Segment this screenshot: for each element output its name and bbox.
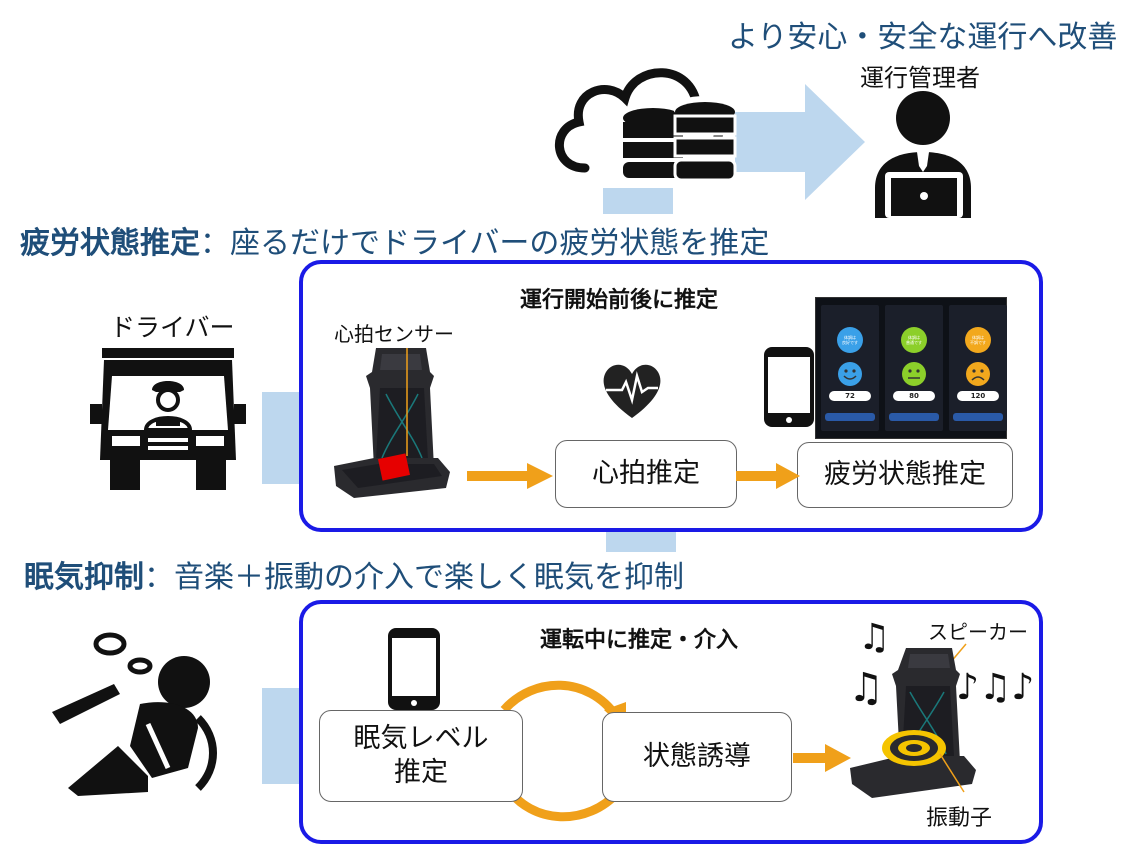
drowsiness-heading-bold: 眠気抑制 [24,560,144,595]
mood-face-icon [901,361,927,387]
connector-bar-fatigue-left [262,392,306,484]
heart-pulse-icon [603,364,661,418]
app-screen-button [953,413,1003,421]
vibrator-label: 振動子 [926,806,993,831]
drowsiness-step1-line1: 眠気レベル [353,723,489,755]
app-screen-2: 体調は 普通です 80 [885,305,943,431]
drowsiness-step1-line2: 推定 [394,757,448,788]
seat-sensor-icon [334,348,450,498]
app-screen-heart-rate: 120 [957,391,999,401]
app-screen-heart-rate: 72 [829,391,871,401]
app-screen-bubble: 体調は 不調です [965,327,991,353]
music-notes-icon-3: ♪♫♪ [956,667,1035,708]
app-screen-button [889,413,939,421]
connector-bar-drowsy-left [262,688,306,784]
driver-label: ドライバー [110,313,235,342]
fatigue-heading-rest: ：座るだけでドライバーの疲労状態を推定 [200,226,770,261]
drowsiness-heading: 眠気抑制：音楽＋振動の介入で楽しく眠気を抑制 [24,552,684,596]
fatigue-heading-bold: 疲労状態推定 [20,226,200,261]
manager-label: 運行管理者 [860,64,980,92]
truck-icon [90,348,246,490]
drowsiness-panel-title: 運転中に推定・介入 [540,628,739,653]
app-screen-heart-rate: 80 [893,391,935,401]
app-screen-1: 体調は 良好です 72 [821,305,879,431]
mood-face-icon [965,361,991,387]
orange-arrow-1 [467,463,553,489]
cloud-database-icon [554,68,737,182]
app-screen-bubble: 体調は 普通です [901,327,927,353]
big-right-arrow [735,84,865,200]
smartphone-icon [764,347,814,427]
heart-sensor-label: 心拍センサー [334,322,454,346]
state-guidance-box: 状態誘導 [602,712,792,802]
app-screens-content: 体調は 良好です 72 体調は 普通です 80 体調は 不調です 120 [815,297,1007,437]
fatigue-panel-title: 運行開始前後に推定 [520,288,719,313]
drowsiness-heading-rest: ：音楽＋振動の介入で楽しく眠気を抑制 [144,560,684,595]
app-screen-3: 体調は 不調です 120 [949,305,1007,431]
orange-arrow-3 [793,744,851,772]
improvement-text: より安心・安全な運行へ改善 [728,20,1118,55]
orange-arrow-2 [736,463,800,489]
mood-face-icon [837,361,863,387]
fatigue-heading: 疲労状態推定：座るだけでドライバーの疲労状態を推定 [20,218,769,262]
speaker-label: スピーカー [928,620,1028,644]
drowsiness-level-estimation-box: 眠気レベル 推定 [319,710,523,802]
smartphone-icon-2 [388,628,440,710]
sleepy-driver-icon [52,632,217,796]
app-screen-button [825,413,875,421]
app-screen-bubble: 体調は 良好です [837,327,863,353]
connector-bar-top [603,188,673,214]
connector-bar-fatigue-bottom [606,528,676,552]
seat-vibrator-icon [850,643,976,798]
music-note-icon-2: ♫ [848,665,884,711]
heart-rate-estimation-box: 心拍推定 [555,440,737,508]
fatigue-estimation-box: 疲労状態推定 [797,442,1013,508]
manager-laptop-icon [875,91,971,218]
music-notes-icon-1: ♫ [858,617,891,658]
